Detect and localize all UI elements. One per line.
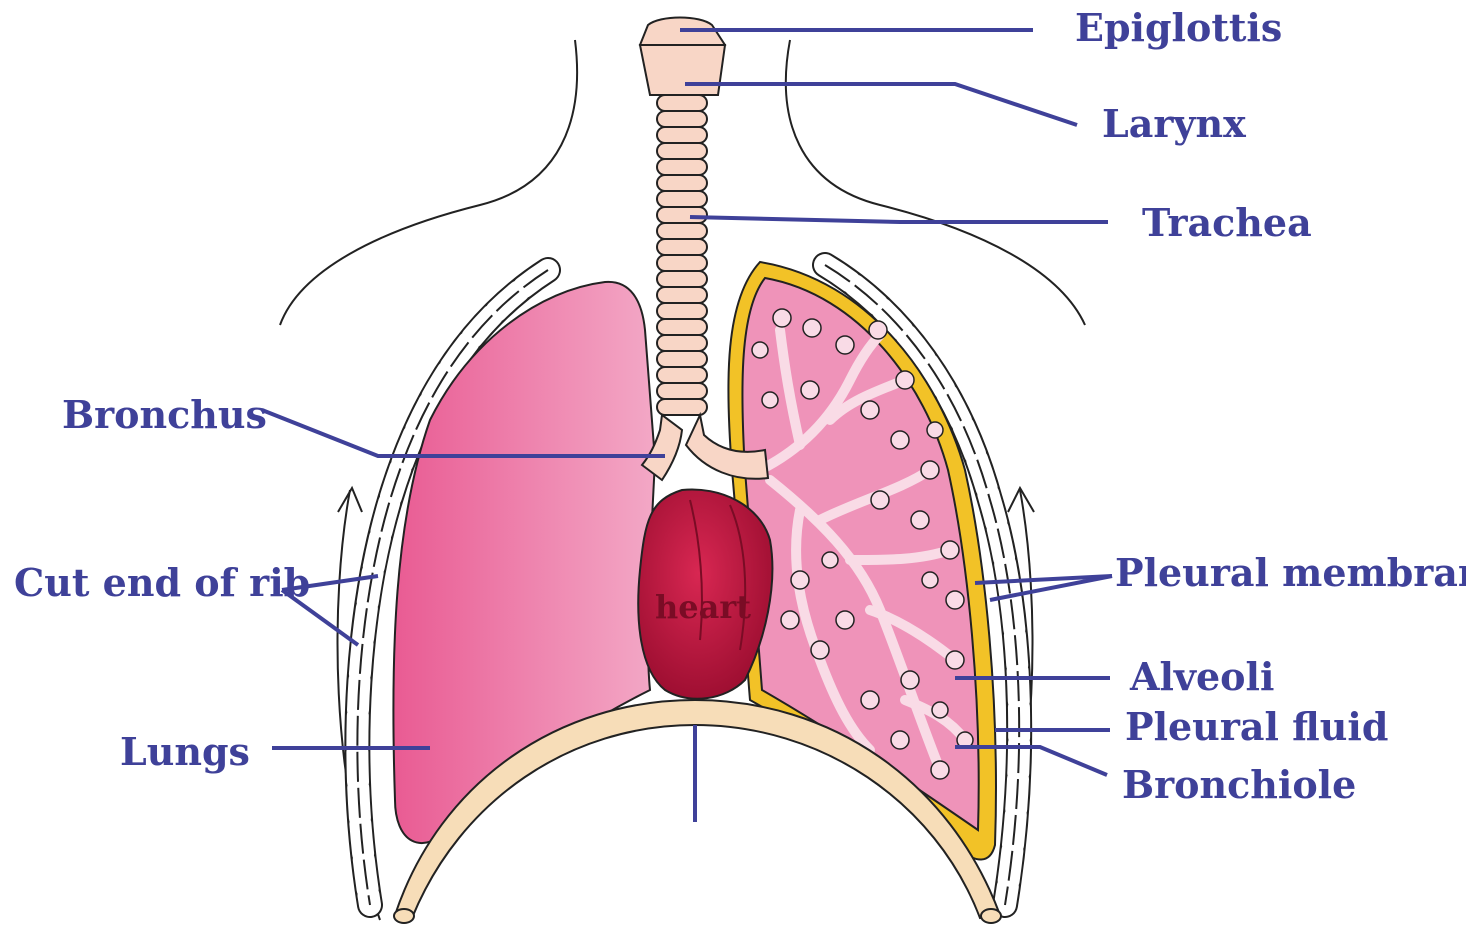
label-bronchus: Bronchus: [62, 395, 267, 435]
label-bronchiole: Bronchiole: [1122, 765, 1356, 805]
label-cut-end-of-rib: Cut end of rib: [14, 563, 310, 603]
label-pleural-fluid: Pleural fluid: [1125, 707, 1388, 747]
label-heart: heart: [655, 590, 751, 624]
label-lungs: Lungs: [120, 732, 250, 772]
label-epiglottis: Epiglottis: [1075, 8, 1282, 48]
label-trachea: Trachea: [1142, 203, 1312, 243]
label-larynx: Larynx: [1102, 104, 1246, 144]
larynx-shape: [640, 45, 725, 95]
leader-larynx: [685, 84, 1077, 125]
label-pleural-membrane: Pleural membrane: [1115, 553, 1466, 593]
label-alveoli: Alveoli: [1130, 657, 1274, 697]
leader-trachea: [690, 217, 1108, 222]
chest-wall-left-tip: [338, 488, 362, 512]
